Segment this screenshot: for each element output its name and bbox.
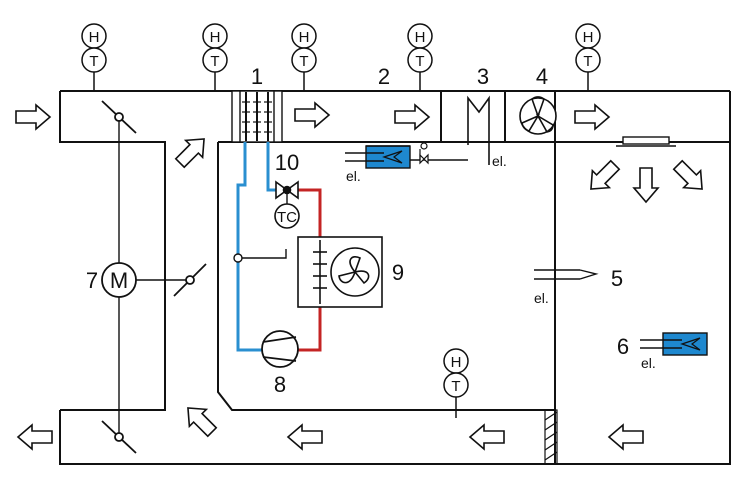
label-5: 5 (611, 266, 623, 291)
humidifier-tank-room (640, 332, 708, 356)
outer-right-wall (59, 91, 731, 465)
heat-exchanger-coil (231, 90, 283, 143)
sensor-h: H (451, 354, 462, 371)
sensor-t: T (583, 53, 592, 70)
supply-diffuser (616, 136, 676, 147)
label-6: 6 (617, 334, 629, 359)
sensor-ht-mixing: H T (202, 23, 228, 91)
sensor-h: H (415, 29, 426, 46)
label-9: 9 (392, 260, 404, 285)
sensor-ht-supply: H T (575, 23, 601, 91)
damper-top (101, 100, 137, 134)
sensor-ht-return: H T (443, 348, 469, 418)
label-4: 4 (536, 64, 548, 89)
cold-pipe-inner (266, 142, 278, 192)
compressor (261, 330, 299, 368)
room-heater-element (534, 269, 599, 280)
label-3: 3 (477, 64, 489, 89)
label-8: 8 (274, 372, 286, 397)
temperature-controller: TC (274, 203, 300, 229)
expansion-valve (275, 180, 299, 200)
sensor-h: H (299, 29, 310, 46)
return-grille (544, 409, 558, 465)
electric-labels: el. el. el. el. (346, 153, 656, 371)
sensor-ht-after-coil: H T (291, 23, 317, 91)
el-label-room-tank: el. (641, 355, 656, 371)
sensor-bulb-line (233, 193, 288, 263)
sensor-t: T (299, 53, 308, 70)
sensor-t: T (210, 53, 219, 70)
sensor-ht-outdoor: H T (81, 23, 107, 91)
label-2: 2 (378, 64, 390, 89)
sensor-t: T (415, 53, 424, 70)
humidifier-tank-top (345, 142, 468, 169)
component-labels: 1 2 3 4 5 6 7 8 9 10 (86, 64, 629, 397)
sensor-h: H (210, 29, 221, 46)
condenser-unit (297, 236, 383, 308)
sensor-h: H (89, 29, 100, 46)
sensor-t: T (451, 378, 460, 395)
fresh-air-intake (59, 91, 166, 411)
damper-linkage (118, 117, 188, 437)
electric-heater (467, 95, 490, 165)
el-label-tank: el. (346, 168, 361, 184)
cold-pipe-outer (236, 142, 262, 352)
damper-middle (173, 263, 207, 297)
inner-return-wall (217, 142, 555, 411)
motor-letter: M (110, 268, 128, 293)
controller-label: TC (277, 209, 297, 226)
damper-bottom (101, 420, 137, 454)
label-1: 1 (251, 64, 263, 89)
el-label-heater: el. (492, 153, 507, 169)
label-7: 7 (86, 268, 98, 293)
sensor-h: H (583, 29, 594, 46)
label-10: 10 (275, 150, 299, 175)
supply-fan (519, 96, 557, 135)
sensor-ht-humidifier: H T (407, 23, 433, 91)
sensor-t: T (89, 53, 98, 70)
el-label-room-heater: el. (534, 290, 549, 306)
damper-motor: M (101, 262, 137, 298)
